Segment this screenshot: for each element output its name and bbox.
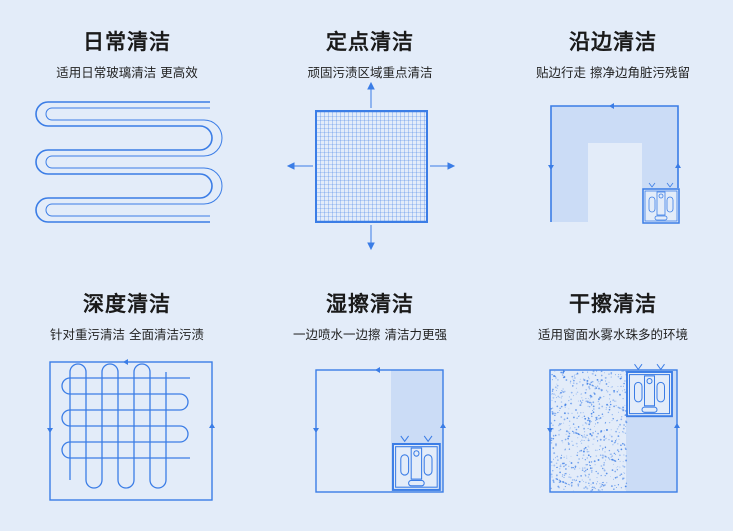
mode-subtitle: 适用日常玻璃清洁 更高效 xyxy=(56,65,198,80)
mode-deep: 深度清洁 针对重污清洁 全面清洁污渍 xyxy=(5,288,249,343)
mode-subtitle: 顽固污渍区域重点清洁 xyxy=(307,65,433,80)
mode-title: 干擦清洁 xyxy=(569,292,657,316)
serpentine-path-icon xyxy=(35,101,223,223)
edge-path-icon xyxy=(548,103,681,224)
mode-title: 沿边清洁 xyxy=(569,30,657,54)
mode-title: 深度清洁 xyxy=(83,292,171,316)
mode-spot: 定点清洁 顽固污渍区域重点清洁 xyxy=(248,26,492,81)
mode-subtitle: 贴边行走 擦净边角脏污残留 xyxy=(536,65,690,80)
mode-subtitle: 针对重污清洁 全面清洁污渍 xyxy=(50,327,204,342)
mode-edge: 沿边清洁 贴边行走 擦净边角脏污残留 xyxy=(491,26,733,81)
wet-wipe-icon xyxy=(313,367,446,493)
mode-dry: 干擦清洁 适用窗面水雾水珠多的环境 xyxy=(491,288,733,343)
water-mist-dots xyxy=(550,370,628,492)
mode-title: 日常清洁 xyxy=(83,30,171,54)
cross-serpentine-icon xyxy=(47,359,215,501)
mode-daily: 日常清洁 适用日常玻璃清洁 更高效 xyxy=(5,26,249,81)
dry-wipe-icon xyxy=(547,363,680,493)
mode-subtitle: 适用窗面水雾水珠多的环境 xyxy=(537,327,688,342)
spot-grid-icon xyxy=(286,81,456,251)
mode-title: 湿擦清洁 xyxy=(326,292,414,316)
mode-title: 定点清洁 xyxy=(326,30,414,54)
mode-wet: 湿擦清洁 一边喷水一边擦 清洁力更强 xyxy=(248,288,492,343)
mode-subtitle: 一边喷水一边擦 清洁力更强 xyxy=(293,327,447,342)
